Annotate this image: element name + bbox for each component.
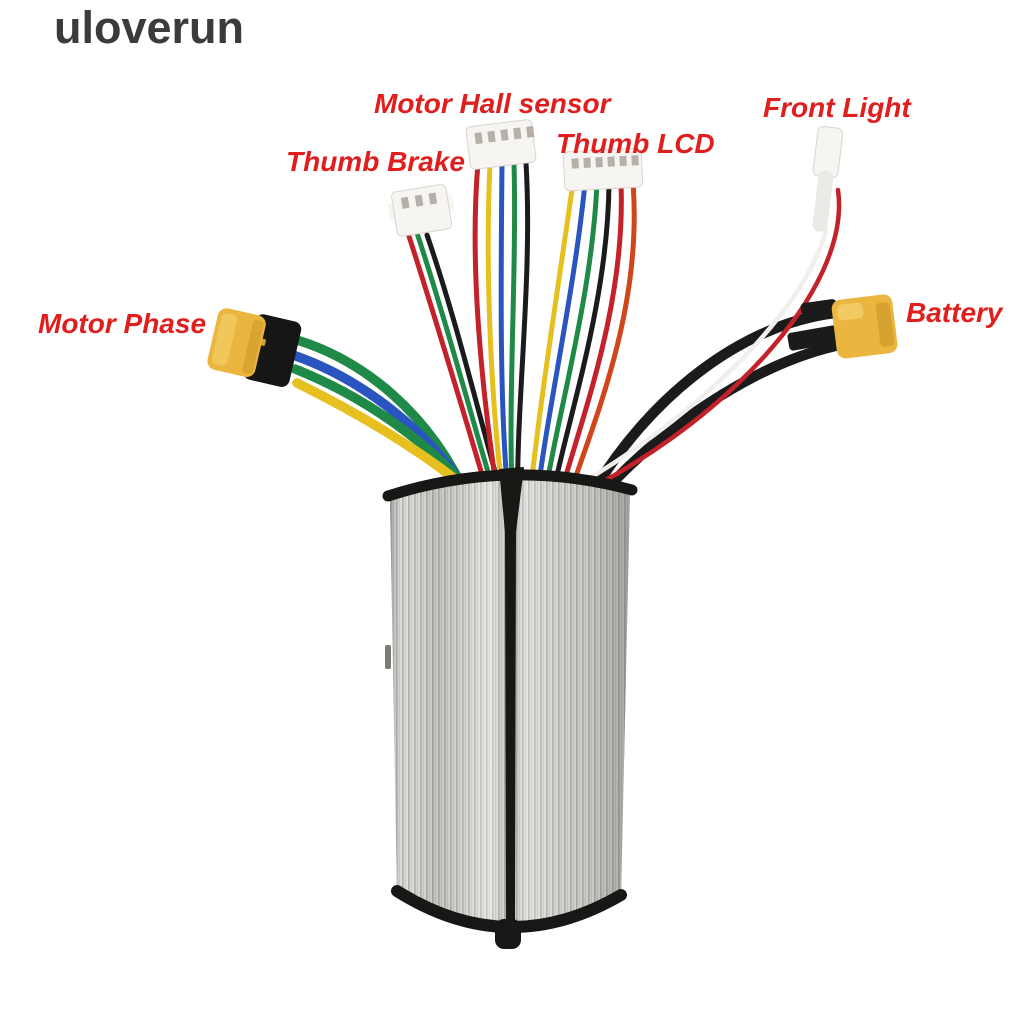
motor-hall-connector: [465, 119, 537, 170]
controller-body: [382, 467, 638, 949]
pin-slot: [583, 157, 591, 168]
motor-phase-xt60-shadow: [242, 320, 264, 374]
label-motor-phase: Motor Phase: [38, 308, 207, 339]
pin-slot: [400, 196, 410, 209]
pin-slot: [607, 156, 615, 167]
thumb-brake-connector-body: [391, 184, 453, 237]
pin-slot: [474, 132, 483, 145]
battery-wire-sleeve: [800, 299, 838, 320]
motor-hall-wire-black: [515, 160, 531, 510]
label-battery: Battery: [906, 297, 1003, 328]
controller-center-seam: [499, 467, 524, 924]
motor-hall-wire-blue: [498, 160, 512, 509]
front-light-wire-white: [546, 227, 829, 505]
pin-slot: [526, 125, 535, 138]
pin-slot: [513, 127, 522, 140]
pin-slot: [571, 158, 579, 169]
motor-hall-connector-body: [465, 119, 537, 170]
motor-phase-xt60-highlight: [211, 313, 238, 366]
watermark-text: uloverun: [54, 2, 245, 53]
pin-slot: [631, 155, 639, 166]
pin-slot: [414, 194, 424, 207]
motor-phase-connector: [207, 308, 302, 387]
battery-wire-black-2: [597, 340, 841, 499]
thumb-lcd-wire-yellow: [526, 180, 576, 508]
controller-bottom-tab: [495, 919, 521, 949]
pin-slot: [619, 155, 627, 167]
pin-slot: [595, 157, 603, 168]
thumb-lcd-wire-green: [540, 180, 600, 509]
front-light-connector: [812, 125, 844, 232]
thumb-lcd-connector: [562, 147, 644, 192]
label-thumb-brake: Thumb Brake: [286, 146, 465, 177]
label-front-light: Front Light: [763, 92, 911, 123]
pin-slot: [487, 130, 496, 143]
pin-slot: [428, 192, 438, 205]
front-light-connector-sleeve: [812, 170, 834, 232]
front-light-wire-red: [554, 187, 842, 508]
battery-wire-sleeve: [787, 325, 839, 351]
battery-wire-black-1: [590, 307, 841, 493]
pin-slot: [500, 129, 509, 141]
battery-xt60-shadow: [875, 302, 895, 347]
controller-side-notch: [385, 645, 391, 669]
motor-hall-wire-green: [508, 160, 518, 510]
front-light-wires: [546, 187, 842, 508]
label-thumb-lcd: Thumb LCD: [556, 128, 715, 159]
label-motor-hall-sensor: Motor Hall sensor: [374, 88, 611, 119]
battery-connector: [787, 294, 898, 359]
thumb-lcd-wire-blue: [533, 180, 588, 509]
battery-xt60-highlight: [836, 302, 864, 321]
thumb-brake-connector: [387, 184, 455, 237]
motor-hall-wire-yellow: [485, 160, 507, 509]
thumb-lcd-wires: [526, 180, 637, 511]
motor-hall-wire-red: [472, 160, 502, 508]
